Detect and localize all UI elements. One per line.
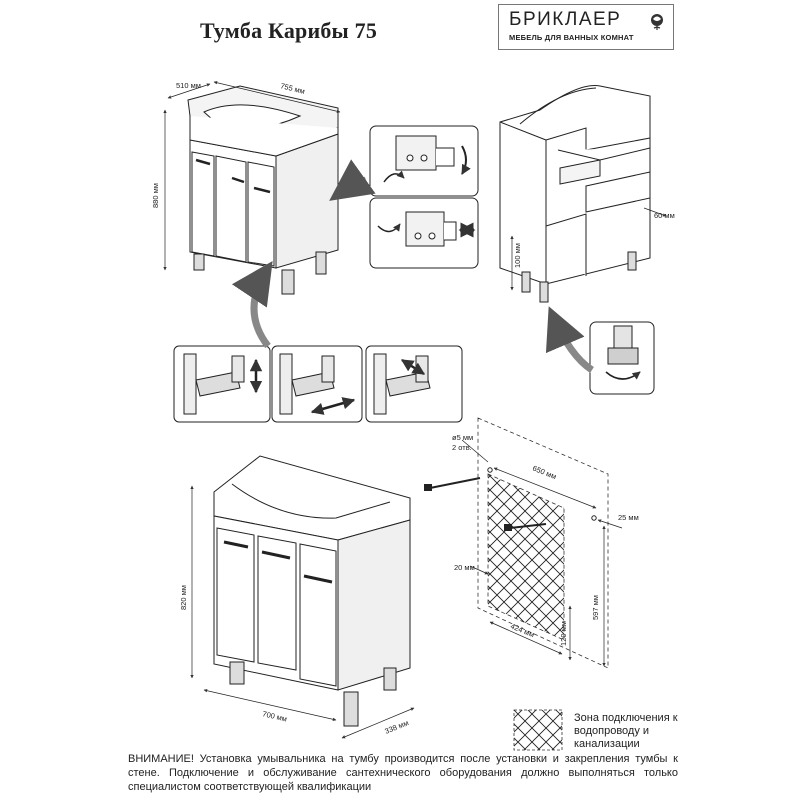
brand-tagline: МЕБЕЛЬ ДЛЯ ВАННЫХ КОМНАТ — [509, 33, 634, 42]
dim-body-height: 820 мм — [179, 585, 188, 610]
leg-adjust-detail — [589, 321, 655, 395]
dim-offset-side: 60 мм — [654, 211, 675, 220]
rose-icon — [651, 14, 663, 30]
dim-hole-spacing: 650 мм — [531, 464, 557, 482]
dim-zone-bottom: 120 мм — [559, 621, 568, 646]
dim-leg-height: 100 мм — [513, 243, 522, 268]
dim-hole-count: 2 отв. — [452, 443, 472, 452]
dim-total-height: 880 мм — [151, 183, 160, 208]
warning-note: ВНИМАНИЕ! Установка умывальника на тумбу… — [128, 753, 678, 793]
dim-hole-height: 597 мм — [591, 595, 600, 620]
dimension-lines-top — [163, 81, 341, 271]
open-frame-view — [499, 85, 651, 303]
page-title: Тумба Карибы 75 — [200, 18, 378, 43]
hinge-adjust-strip — [173, 345, 463, 423]
pointer-arrow-hinge — [231, 261, 273, 349]
pointer-arrow-leg — [545, 306, 594, 373]
dimension-lines-frame — [510, 207, 667, 291]
dimension-lines-body — [190, 485, 415, 739]
legend-label: Зона подключения к водопроводу и канализ… — [574, 712, 678, 750]
legend-swatch — [513, 709, 563, 751]
cabinet-body-view — [213, 455, 411, 727]
dim-top-depth: 510 мм — [176, 81, 201, 90]
dim-zone-offset-left: 20 мм — [454, 563, 475, 572]
cabinet-with-sink-view — [187, 85, 339, 295]
dim-body-depth: 338 мм — [383, 718, 409, 736]
dim-body-width: 700 мм — [262, 709, 288, 723]
brand-name: БРИКЛАЕР — [509, 9, 622, 30]
wall-mount-scheme — [424, 417, 623, 669]
dim-top-width: 755 мм — [280, 81, 306, 96]
dim-zone-offset-right: 25 мм — [618, 513, 639, 522]
mount-detail-bottom — [369, 197, 479, 269]
mount-detail-top — [369, 125, 479, 197]
pointer-arrow-cabinet — [329, 159, 376, 201]
brand-logo: БРИКЛАЕР МЕБЕЛЬ ДЛЯ ВАННЫХ КОМНАТ — [498, 4, 674, 50]
dim-hole-diameter: ø5 мм — [452, 433, 473, 442]
